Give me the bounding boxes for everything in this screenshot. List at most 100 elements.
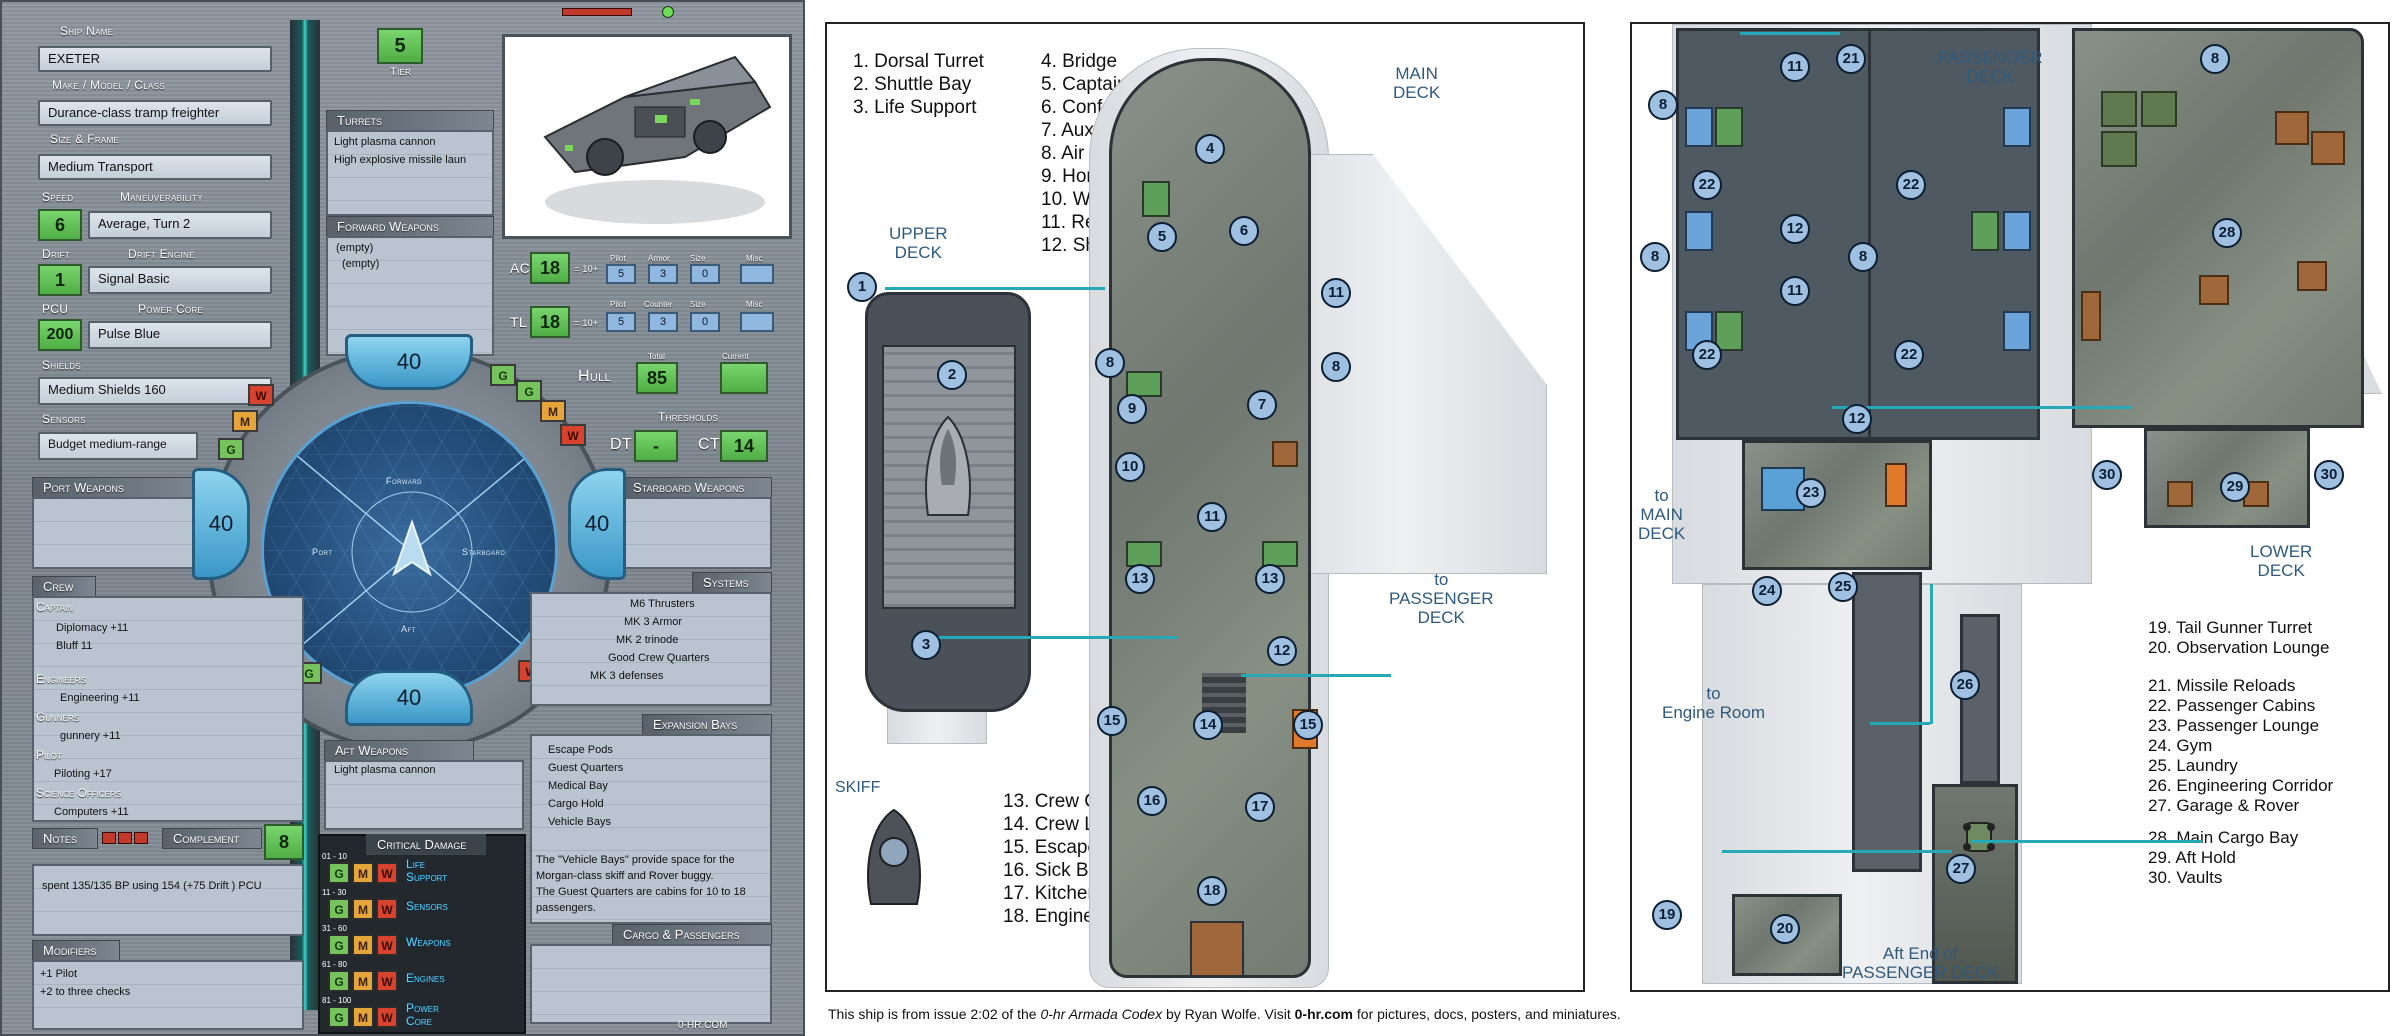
seg-fs-g2[interactable]: G: [516, 380, 542, 402]
marker-passenger-lounge[interactable]: 23: [1796, 478, 1826, 508]
seg-fp-m[interactable]: M: [232, 410, 258, 432]
tl-pilot-value[interactable]: 5: [606, 312, 636, 332]
tl-misc-value[interactable]: [740, 312, 774, 332]
marker-observation-lounge[interactable]: 20: [1770, 914, 1800, 944]
marker-passenger-cabin[interactable]: 22: [1692, 340, 1722, 370]
marker-aft-hold[interactable]: 29: [2220, 472, 2250, 502]
shield-forward-value[interactable]: 40: [345, 334, 473, 390]
marker-passenger-cabin[interactable]: 22: [1692, 170, 1722, 200]
marker-main-cargo[interactable]: 28: [2212, 218, 2242, 248]
ct-value[interactable]: 14: [720, 430, 768, 462]
crit-g[interactable]: G: [328, 934, 350, 956]
ac-size-value[interactable]: 0: [690, 264, 720, 284]
crit-m[interactable]: M: [352, 898, 374, 920]
crit-m[interactable]: M: [352, 1006, 374, 1028]
shield-aft-value[interactable]: 40: [345, 670, 473, 726]
tl-size-value[interactable]: 0: [690, 312, 720, 332]
marker-life-support[interactable]: 3: [911, 630, 941, 660]
crit-g[interactable]: G: [328, 862, 350, 884]
marker-shower[interactable]: 12: [1267, 636, 1297, 666]
marker-escape-pods-starboard[interactable]: 15: [1293, 710, 1323, 740]
marker-missile-reloads[interactable]: 21: [1836, 44, 1866, 74]
marker-workshop[interactable]: 10: [1115, 452, 1145, 482]
seg-fs-m[interactable]: M: [540, 400, 566, 422]
marker-restroom-top[interactable]: 11: [1321, 278, 1351, 308]
make-field[interactable]: Durance-class tramp freighter: [38, 100, 272, 126]
shield-port-value[interactable]: 40: [192, 468, 250, 580]
marker-restroom[interactable]: 11: [1197, 502, 1227, 532]
crit-w[interactable]: W: [376, 934, 398, 956]
shield-starboard-value[interactable]: 40: [568, 468, 626, 580]
marker-aux-cargo[interactable]: 7: [1247, 390, 1277, 420]
pcu-value[interactable]: 200: [38, 319, 82, 351]
crit-g[interactable]: G: [328, 970, 350, 992]
marker-airlock[interactable]: 8: [1848, 242, 1878, 272]
crit-w[interactable]: W: [376, 1006, 398, 1028]
marker-vault[interactable]: 30: [2092, 460, 2122, 490]
marker-escape-pods-port[interactable]: 15: [1097, 706, 1127, 736]
crit-w[interactable]: W: [376, 970, 398, 992]
marker-shower[interactable]: 12: [1780, 214, 1810, 244]
seg-fs-g[interactable]: G: [490, 364, 516, 386]
maneuver-field[interactable]: Average, Turn 2: [88, 211, 272, 239]
marker-engine-room[interactable]: 18: [1197, 876, 1227, 906]
hull-total-value[interactable]: 85: [636, 362, 678, 394]
power-core-field[interactable]: Pulse Blue: [88, 321, 272, 349]
marker-airlock-port[interactable]: 8: [1095, 348, 1125, 378]
drift-value[interactable]: 1: [38, 264, 82, 296]
ac-value[interactable]: 18: [530, 252, 570, 284]
tl-value[interactable]: 18: [530, 306, 570, 338]
crit-m[interactable]: M: [352, 862, 374, 884]
marker-kitchen[interactable]: 17: [1245, 792, 1275, 822]
crit-g[interactable]: G: [328, 898, 350, 920]
marker-passenger-cabin[interactable]: 22: [1894, 340, 1924, 370]
tier-value[interactable]: 5: [377, 28, 423, 64]
ac-misc-value[interactable]: [740, 264, 774, 284]
marker-restroom[interactable]: 11: [1780, 52, 1810, 82]
marker-crew-cabins-port[interactable]: 13: [1125, 564, 1155, 594]
marker-airlock[interactable]: 8: [1648, 90, 1678, 120]
crit-w[interactable]: W: [376, 862, 398, 884]
shields-field[interactable]: Medium Shields 160: [38, 377, 272, 405]
crit-w[interactable]: W: [376, 898, 398, 920]
marker-crew-cabins-starboard[interactable]: 13: [1255, 564, 1285, 594]
marker-shower[interactable]: 12: [1842, 404, 1872, 434]
marker-garage[interactable]: 27: [1946, 854, 1976, 884]
ship-name-field[interactable]: EXETER: [38, 46, 272, 72]
marker-laundry[interactable]: 25: [1828, 572, 1858, 602]
ac-armor-value[interactable]: 3: [648, 264, 678, 284]
crit-m[interactable]: M: [352, 934, 374, 956]
marker-shuttle-bay[interactable]: 2: [937, 360, 967, 390]
marker-tail-gunner[interactable]: 19: [1652, 900, 1682, 930]
drift-engine-field[interactable]: Signal Basic: [88, 266, 272, 294]
marker-captains-cabin[interactable]: 5: [1147, 222, 1177, 252]
hull-current-field[interactable]: [720, 362, 768, 394]
seg-fp-g[interactable]: G: [218, 438, 244, 460]
size-field[interactable]: Medium Transport: [38, 154, 272, 180]
marker-horticulture[interactable]: 9: [1117, 394, 1147, 424]
marker-airlock-starboard[interactable]: 8: [1321, 352, 1351, 382]
speed-value[interactable]: 6: [38, 209, 82, 241]
credit-site-link[interactable]: 0-hr.com: [1294, 1006, 1353, 1022]
tl-counter-value[interactable]: 3: [648, 312, 678, 332]
ac-pilot-value[interactable]: 5: [606, 264, 636, 284]
marker-conference-room[interactable]: 6: [1229, 216, 1259, 246]
marker-passenger-cabin[interactable]: 22: [1896, 170, 1926, 200]
marker-gym[interactable]: 24: [1752, 576, 1782, 606]
marker-vault[interactable]: 30: [2314, 460, 2344, 490]
seg-fp-w[interactable]: W: [248, 384, 274, 406]
seg-fs-w[interactable]: W: [560, 424, 586, 446]
marker-bridge[interactable]: 4: [1195, 134, 1225, 164]
marker-crew-lounge[interactable]: 14: [1193, 710, 1223, 740]
marker-engineering-corridor[interactable]: 26: [1950, 670, 1980, 700]
marker-airlock-cargo[interactable]: 8: [2200, 44, 2230, 74]
marker-restroom[interactable]: 11: [1780, 276, 1810, 306]
sensors-field[interactable]: Budget medium-range: [38, 432, 198, 460]
marker-airlock[interactable]: 8: [1640, 242, 1670, 272]
marker-sick-bay[interactable]: 16: [1137, 786, 1167, 816]
dt-value[interactable]: -: [634, 430, 678, 462]
complement-value[interactable]: 8: [264, 824, 304, 860]
crit-m[interactable]: M: [352, 970, 374, 992]
marker-dorsal-turret[interactable]: 1: [847, 272, 877, 302]
crit-g[interactable]: G: [328, 1006, 350, 1028]
